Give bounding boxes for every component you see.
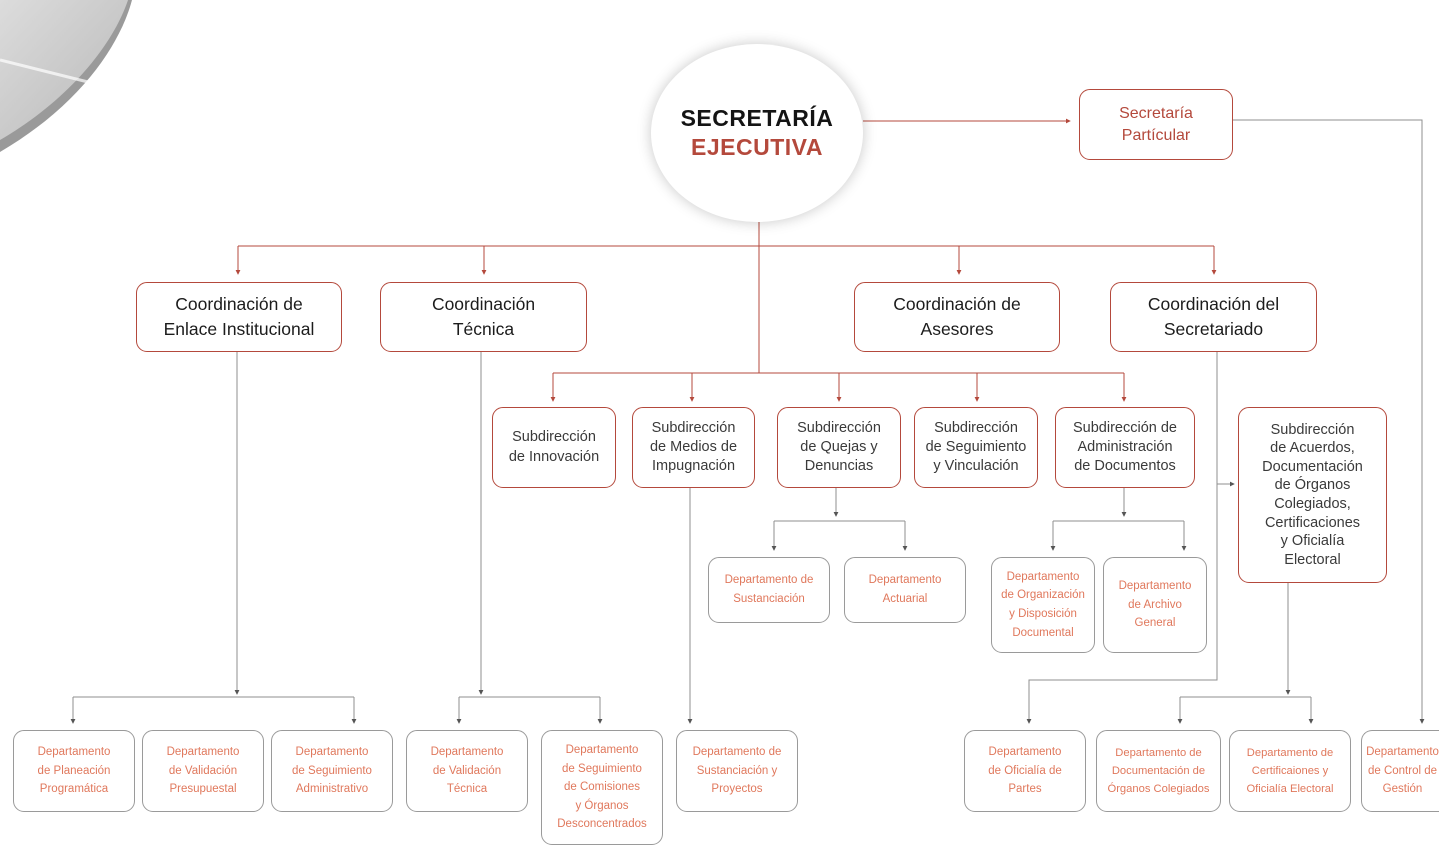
subdirection-label: Subdirección de Seguimiento y Vinculació… xyxy=(925,419,1027,475)
coordination-label: Coordinación del Secretariado xyxy=(1147,293,1280,339)
department-label: Departamento de Certificaiones y Oficial… xyxy=(1246,746,1334,796)
subdirection-box: Subdirección de Quejas y Denuncias xyxy=(777,407,901,488)
subdirection-box: Subdirección de Acuerdos, Documentación … xyxy=(1238,407,1387,583)
department-box: Departamento de Validación Técnica xyxy=(406,730,528,812)
coordination-label: Coordinación de Asesores xyxy=(893,293,1021,339)
department-label: Departamento de Organización y Disposici… xyxy=(1001,570,1085,639)
subdirection-box: Subdirección de Seguimiento y Vinculació… xyxy=(914,407,1038,488)
department-box: Departamento Actuarial xyxy=(844,557,966,623)
secretaria-ejecutiva-node: SECRETARÍA EJECUTIVA xyxy=(651,44,863,222)
subdirection-box: Subdirección de Medios de Impugnación xyxy=(632,407,755,488)
coordination-box: Coordinación de Enlace Institucional xyxy=(136,282,342,352)
subdirection-label: Subdirección de Innovación xyxy=(508,429,600,465)
secretaria-particular-label: Secretaría Partícular xyxy=(1119,104,1193,144)
department-label: Departamento de Archivo General xyxy=(1118,580,1192,630)
coordination-box: Coordinación del Secretariado xyxy=(1110,282,1317,352)
secretaria-particular-box: Secretaría Partícular xyxy=(1079,89,1233,160)
decorative-corner-graphic xyxy=(0,0,132,152)
department-box: Departamento de Seguimiento de Comisione… xyxy=(541,730,663,845)
department-box: Departamento de Certificaiones y Oficial… xyxy=(1229,730,1351,812)
department-label: Departamento de Documentación de Órganos… xyxy=(1107,746,1210,796)
department-label: Departamento de Sustanciación y Proyecto… xyxy=(692,746,782,796)
department-label: Departamento de Seguimiento Administrati… xyxy=(292,746,372,796)
department-box: Departamento de Seguimiento Administrati… xyxy=(271,730,393,812)
department-box: Departamento de Organización y Disposici… xyxy=(991,557,1095,653)
department-label: Departamento de Planeación Programática xyxy=(37,746,111,796)
department-label: Departamento de Sustanciación xyxy=(724,574,814,605)
center-title-line2: EJECUTIVA xyxy=(691,134,823,160)
subdirection-box: Subdirección de Administración de Docume… xyxy=(1055,407,1195,488)
coordination-box: Coordinación de Asesores xyxy=(854,282,1060,352)
department-box: Departamento de Validación Presupuestal xyxy=(142,730,264,812)
subdirection-label: Subdirección de Acuerdos, Documentación … xyxy=(1262,421,1363,568)
department-box-partial: Departamento de Control de Gestión xyxy=(1361,730,1439,812)
subdirection-label: Subdirección de Quejas y Denuncias xyxy=(797,419,881,475)
subdirection-box: Subdirección de Innovación xyxy=(492,407,616,488)
department-label: Departamento de Validación Presupuestal xyxy=(166,746,240,796)
subdirection-label: Subdirección de Medios de Impugnación xyxy=(649,419,738,475)
department-label: Departamento Actuarial xyxy=(868,574,942,605)
department-box: Departamento de Sustanciación y Proyecto… xyxy=(676,730,798,812)
center-title-line1: SECRETARÍA xyxy=(680,104,834,131)
department-box: Departamento de Sustanciación xyxy=(708,557,830,623)
department-label: Departamento de Validación Técnica xyxy=(430,746,504,796)
department-box: Departamento de Oficialía de Partes xyxy=(964,730,1086,812)
coordination-label: Coordinación de Enlace Institucional xyxy=(163,293,315,339)
department-box: Departamento de Documentación de Órganos… xyxy=(1096,730,1221,812)
subdirection-label: Subdirección de Administración de Docume… xyxy=(1073,419,1177,475)
department-label: Departamento de Control de Gestión xyxy=(1366,746,1439,796)
coordination-box: Coordinación Técnica xyxy=(380,282,587,352)
coordination-label: Coordinación Técnica xyxy=(431,293,536,339)
department-box: Departamento de Archivo General xyxy=(1103,557,1207,653)
department-label: Departamento de Seguimiento de Comisione… xyxy=(557,743,647,831)
department-box: Departamento de Planeación Programática xyxy=(13,730,135,812)
department-label: Departamento de Oficialía de Partes xyxy=(988,746,1062,796)
